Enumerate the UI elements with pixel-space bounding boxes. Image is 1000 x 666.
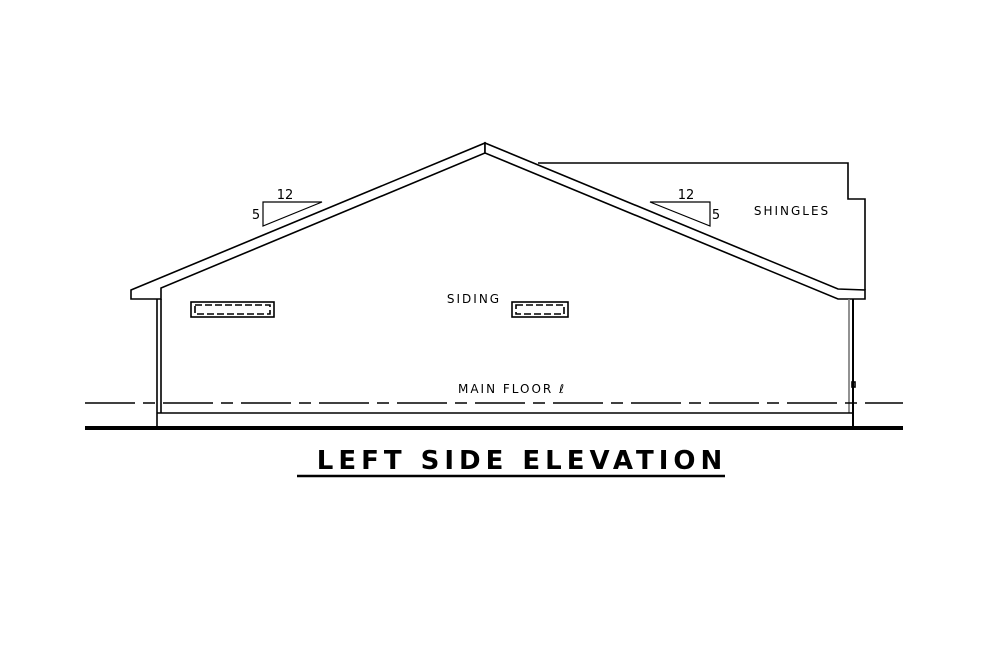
right-roof-eave	[484, 141, 866, 300]
hose-bib	[851, 381, 856, 388]
left-slope-run: 12	[277, 188, 294, 203]
left-slope-rise: 5	[252, 208, 260, 223]
siding-label: SIDING	[447, 292, 501, 306]
main-floor-label: MAIN FLOOR ℓ	[458, 382, 566, 396]
slope-indicator-right	[649, 201, 711, 227]
right-slope-run: 12	[678, 188, 695, 203]
slope-indicator-left	[262, 201, 323, 227]
left-roof-eave	[130, 141, 486, 300]
rear-roof-outline	[538, 162, 866, 290]
right-slope-rise: 5	[712, 208, 720, 223]
drawing-title: LEFT SIDE ELEVATION	[317, 446, 728, 476]
shingles-label: SHINGLES	[754, 204, 830, 218]
gable-vent-right	[511, 301, 569, 318]
gable-vent-left	[190, 301, 275, 318]
